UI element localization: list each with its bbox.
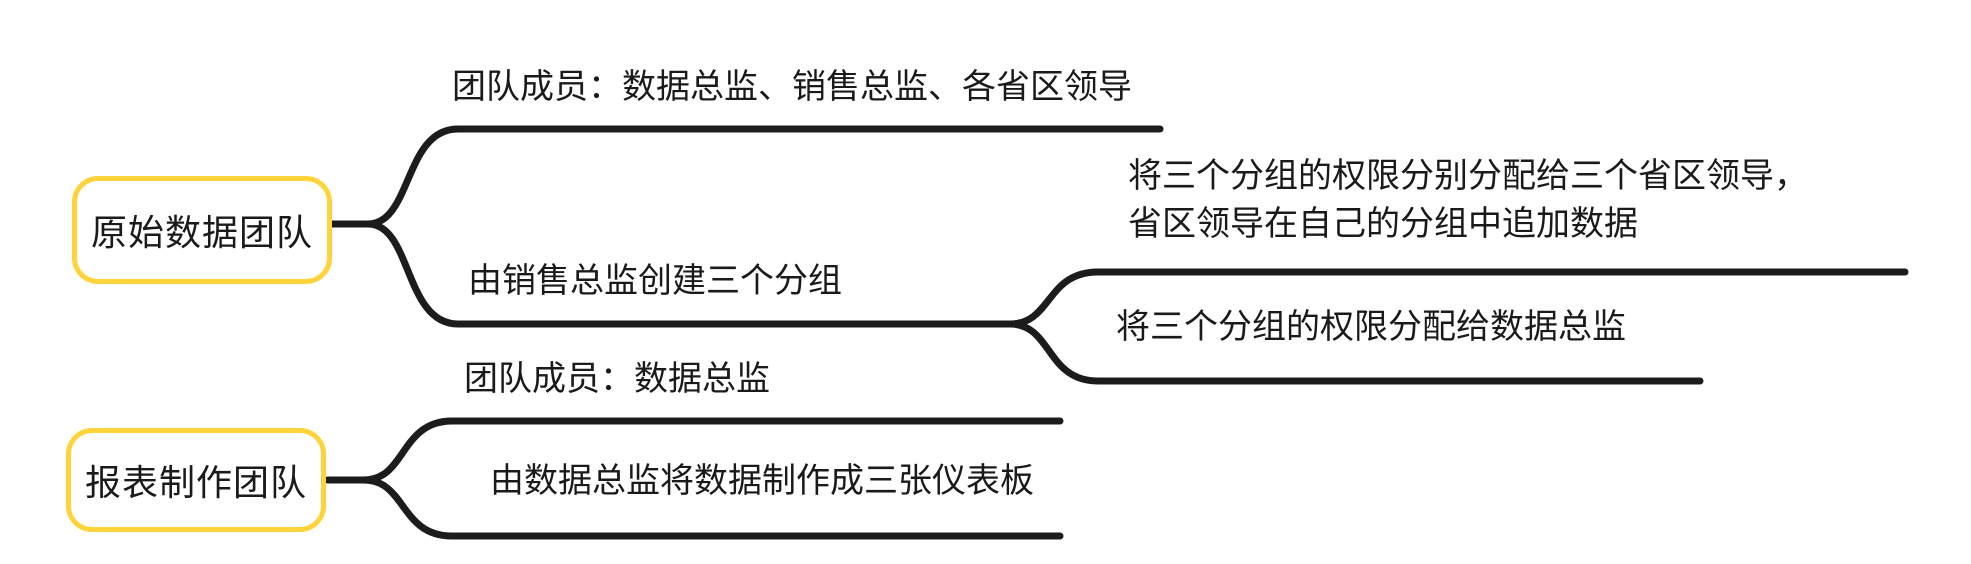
- connector-groups-to-assign-director: [1006, 320, 1704, 385]
- topic-assign-permissions-to-leaders-line2: 省区领导在自己的分组中追加数据: [1128, 205, 1638, 243]
- topic-assign-permissions-to-leaders[interactable]: 将三个分组的权限分别分配给三个省区领导， 省区领导在自己的分组中追加数据: [1128, 152, 1808, 248]
- topic-assign-permissions-to-director[interactable]: 将三个分组的权限分配给数据总监: [1116, 308, 1626, 346]
- topic-team-members-report[interactable]: 团队成员：数据总监: [464, 360, 770, 398]
- root-node-report-team-label: 报表制作团队: [84, 462, 307, 503]
- root-node-original-data-team[interactable]: 原始数据团队: [72, 176, 332, 284]
- connector-groups-to-assign-leaders: [1006, 268, 1909, 328]
- root-node-report-team[interactable]: 报表制作团队: [66, 428, 326, 532]
- connector-report-to-dashboards: [324, 476, 1064, 540]
- topic-create-three-groups[interactable]: 由销售总监创建三个分组: [468, 262, 842, 300]
- connector-original-to-members: [328, 125, 1164, 228]
- connector-original-to-groups: [328, 220, 1014, 328]
- topic-team-members-original[interactable]: 团队成员：数据总监、销售总监、各省区领导: [452, 68, 1132, 106]
- root-node-original-data-team-label: 原始数据团队: [90, 212, 313, 253]
- topic-create-dashboards[interactable]: 由数据总监将数据制作成三张仪表板: [490, 462, 1034, 500]
- topic-assign-permissions-to-leaders-line1: 将三个分组的权限分别分配给三个省区领导，: [1128, 157, 1808, 195]
